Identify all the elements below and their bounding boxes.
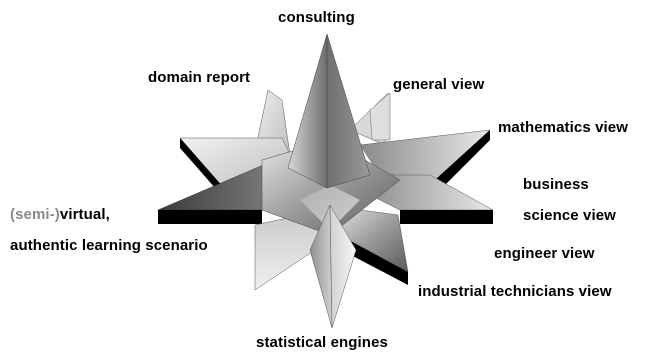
label-authentic-learning: authentic learning scenario (10, 237, 208, 254)
label-business: business (523, 176, 589, 193)
label-semi-virtual-rest: virtual, (59, 206, 110, 223)
star-arm-mathematics-edge (435, 130, 490, 190)
star-spire-statistical-right (329, 204, 357, 329)
label-engineer-view: engineer view (494, 245, 595, 262)
star-shadow-semi-virtual (158, 210, 262, 224)
label-domain-report: domain report (148, 69, 251, 86)
label-semi-virtual-prefix: (semi-) (10, 206, 60, 223)
label-mathematics-view: mathematics view (498, 119, 628, 136)
star-spire-consulting-right (326, 33, 371, 189)
label-consulting: consulting (278, 9, 355, 26)
label-industrial-technicians-view: industrial technicians view (418, 283, 612, 300)
label-general-view: general view (393, 76, 485, 93)
star-spire-consulting-left (287, 33, 328, 189)
star-shadow-science-view (400, 210, 493, 224)
label-statistical-engines: statistical engines (256, 334, 388, 351)
star-tip-general-view (369, 92, 391, 141)
label-semi-virtual: (semi-)virtual, (10, 206, 110, 224)
label-science-view: science view (523, 207, 616, 224)
